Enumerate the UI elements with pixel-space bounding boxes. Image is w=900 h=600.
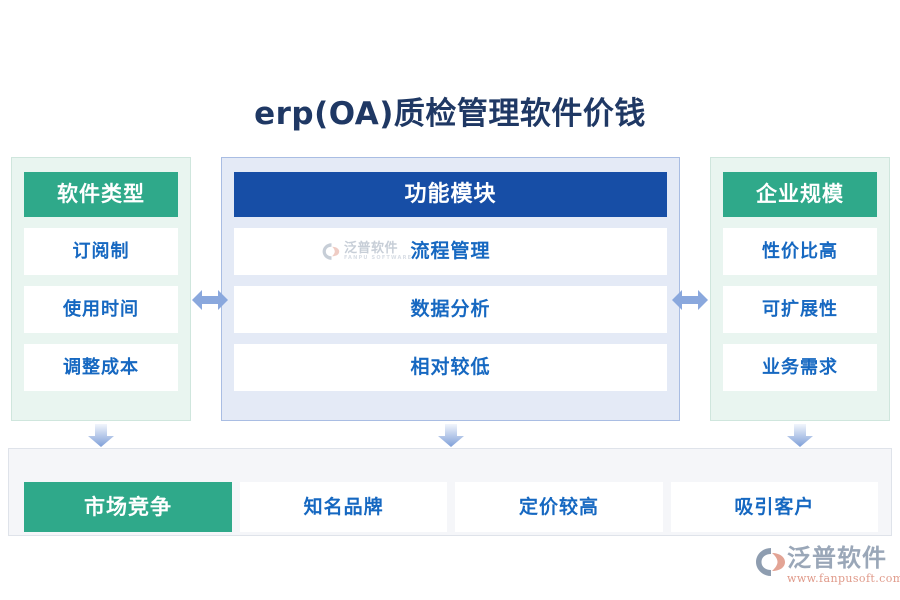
panel-item-business-need[interactable]: 业务需求 bbox=[723, 344, 877, 391]
panel-enterprise-scale: 企业规模 性价比高 可扩展性 业务需求 bbox=[710, 157, 890, 421]
arrow-down-icon-right bbox=[787, 424, 813, 447]
panel-header-software-type: 软件类型 bbox=[24, 172, 178, 217]
panel-item-cost-performance[interactable]: 性价比高 bbox=[723, 228, 877, 275]
panel-item-usage-time[interactable]: 使用时间 bbox=[24, 286, 178, 333]
panel-function-module: 功能模块 泛普软件 FANPU SOFTWARE 流程管理 数据分析 相对较低 bbox=[221, 157, 680, 421]
watermark-text: 泛普软件 FANPU SOFTWARE bbox=[344, 242, 412, 261]
watermark-logo: 泛普软件 FANPU SOFTWARE bbox=[322, 237, 412, 265]
watermark-name: 泛普软件 bbox=[344, 240, 399, 256]
bottom-bar: 市场竞争 知名品牌 定价较高 吸引客户 bbox=[8, 448, 892, 536]
panel-item-label: 流程管理 bbox=[410, 240, 491, 262]
watermark-subtitle: FANPU SOFTWARE bbox=[344, 254, 413, 261]
arrow-down-icon-left bbox=[88, 424, 114, 447]
panel-item-data-analysis[interactable]: 数据分析 bbox=[234, 286, 667, 333]
double-arrow-horizontal-icon-left bbox=[192, 290, 228, 310]
brand-logo: 泛普软件 www.fanpusoft.com bbox=[755, 546, 900, 590]
page-title: erp(OA)质检管理软件价钱 bbox=[254, 96, 646, 132]
brand-url: www.fanpusoft.com bbox=[787, 572, 900, 585]
arrow-down-icon-center bbox=[438, 424, 464, 447]
panel-item-relatively-low[interactable]: 相对较低 bbox=[234, 344, 667, 391]
panel-header-enterprise-scale: 企业规模 bbox=[723, 172, 877, 217]
columns-region: 软件类型 订阅制 使用时间 调整成本 功能模块 泛普软件 FANPU SOFTW… bbox=[0, 157, 900, 421]
bottom-item-famous-brand[interactable]: 知名品牌 bbox=[240, 482, 448, 532]
bottom-item-high-price[interactable]: 定价较高 bbox=[455, 482, 663, 532]
bottom-row: 市场竞争 知名品牌 定价较高 吸引客户 bbox=[24, 482, 878, 532]
brand-logo-text: 泛普软件 www.fanpusoft.com bbox=[787, 546, 900, 584]
panel-item-scalability[interactable]: 可扩展性 bbox=[723, 286, 877, 333]
bottom-item-attract-customers[interactable]: 吸引客户 bbox=[670, 482, 878, 532]
panel-item-subscription[interactable]: 订阅制 bbox=[24, 228, 178, 275]
panel-software-type: 软件类型 订阅制 使用时间 调整成本 bbox=[11, 157, 191, 421]
panel-header-function-module: 功能模块 bbox=[234, 172, 667, 217]
double-arrow-horizontal-icon-right bbox=[672, 290, 708, 310]
fanpu-logo-mark-icon bbox=[322, 242, 340, 260]
panel-item-adjust-cost[interactable]: 调整成本 bbox=[24, 344, 178, 391]
fanpu-logo-mark-icon bbox=[756, 548, 785, 576]
panel-item-process-management[interactable]: 泛普软件 FANPU SOFTWARE 流程管理 bbox=[234, 228, 667, 275]
bottom-header-market-competition: 市场竞争 bbox=[24, 482, 232, 532]
brand-name: 泛普软件 bbox=[787, 544, 887, 572]
